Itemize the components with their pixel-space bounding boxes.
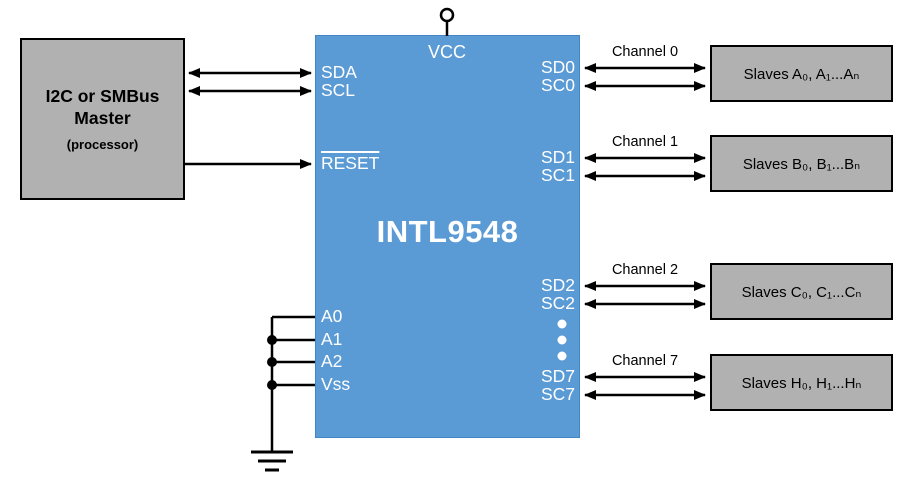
channel-0-label: Channel 0 [611, 44, 679, 60]
channel-2-label: Channel 2 [611, 262, 679, 278]
master-label-line1: I2C or SMBus [45, 86, 160, 107]
pin-scl-label: SCL [321, 80, 356, 100]
pin-sda-label: SDA [321, 62, 357, 82]
slave-box-label: Slaves H₀, H₁...Hₙ [741, 374, 862, 392]
pin-sd1-label: SD1 [540, 147, 575, 167]
pin-sd7-label: SD7 [540, 366, 575, 386]
pin-reset-label: RESET [321, 153, 380, 173]
pin-sd0-label: SD0 [540, 57, 575, 77]
slave-box-channel-2: Slaves C₀, C₁...Cₙ [710, 263, 893, 320]
slave-box-channel-0: Slaves A₀, A₁...Aₙ [710, 45, 893, 102]
junction-dot [267, 380, 277, 390]
pin-vss-label: Vss [321, 374, 351, 394]
master-box: I2C or SMBus Master (processor) [20, 38, 185, 200]
channel-1-label: Channel 1 [611, 134, 679, 150]
pin-sc0-label: SC0 [540, 75, 575, 95]
master-label-line2: Master [74, 108, 131, 128]
junction-dot [267, 335, 277, 345]
pin-a0-label: A0 [321, 306, 343, 326]
pin-sc2-label: SC2 [540, 293, 575, 313]
pin-a1-label: A1 [321, 329, 343, 349]
channel-7-label: Channel 7 [611, 353, 679, 369]
chip-title: INTL9548 [376, 214, 519, 249]
slave-box-label: Slaves C₀, C₁...Cₙ [741, 283, 862, 301]
vcc-terminal-circle [439, 7, 455, 23]
pin-sc1-label: SC1 [540, 165, 575, 185]
slave-box-channel-7: Slaves H₀, H₁...Hₙ [710, 354, 893, 411]
pin-vcc-label: VCC [427, 42, 466, 62]
junction-dot [267, 357, 277, 367]
master-label-line3: (processor) [66, 136, 139, 152]
slave-box-label: Slaves A₀, A₁...Aₙ [743, 65, 860, 83]
slave-box-label: Slaves B₀, B₁...Bₙ [742, 155, 861, 173]
chip-box [315, 35, 580, 438]
pin-sc7-label: SC7 [540, 384, 575, 404]
pin-a2-label: A2 [321, 351, 343, 371]
ground-symbol [251, 450, 293, 472]
slave-box-channel-1: Slaves B₀, B₁...Bₙ [710, 135, 893, 192]
pin-sd2-label: SD2 [540, 275, 575, 295]
